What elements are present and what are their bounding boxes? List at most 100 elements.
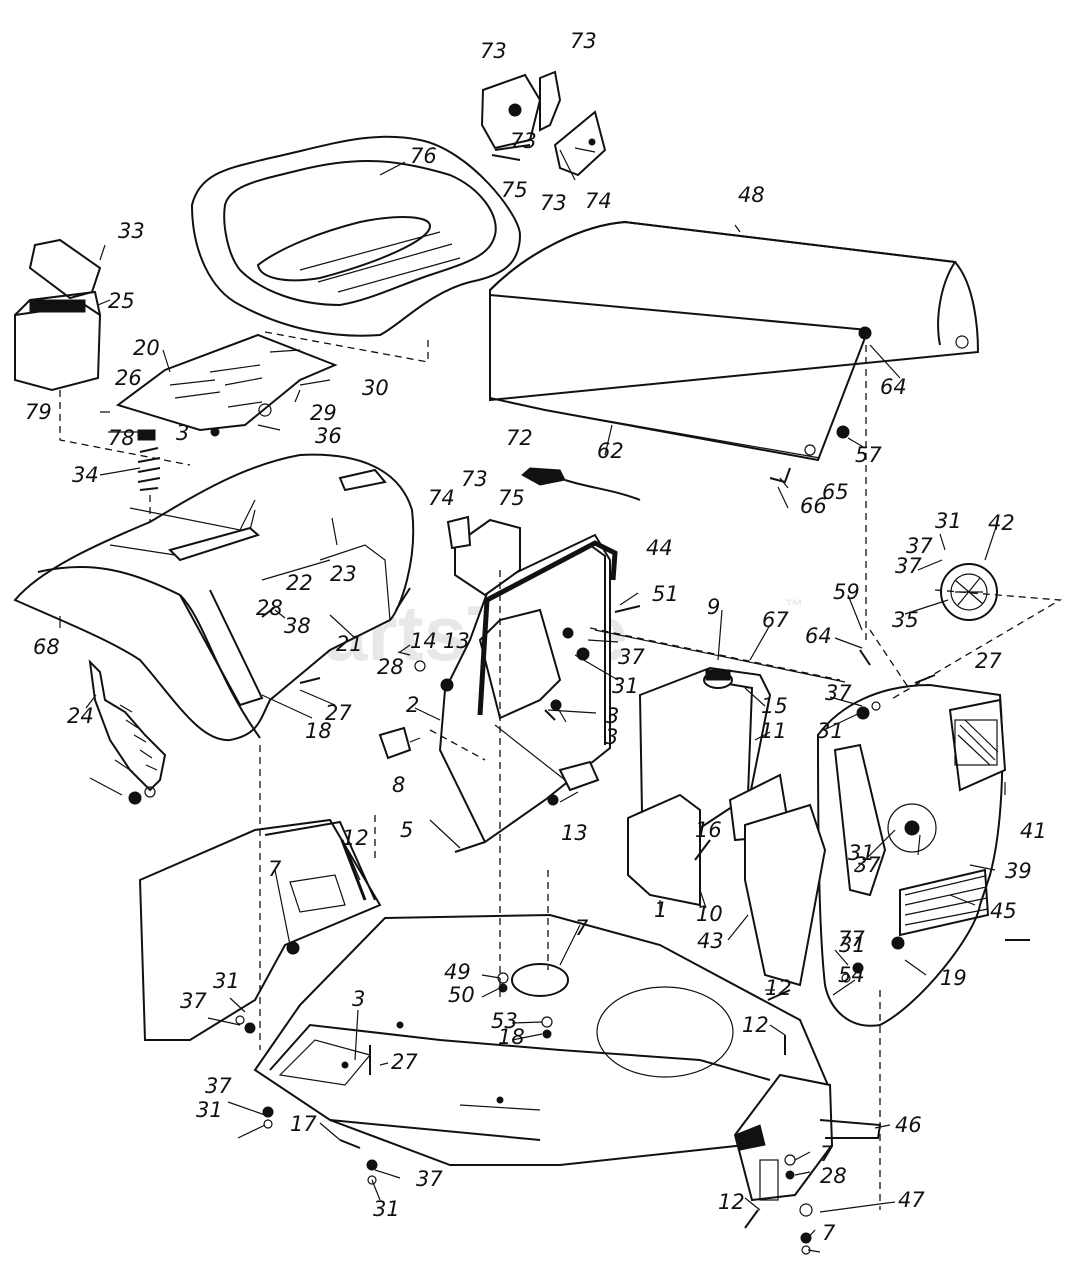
callout-17: 17 — [290, 1112, 317, 1136]
callout-14: 14 — [410, 629, 437, 653]
callout-43: 43 — [697, 929, 724, 953]
callout-2: 2 — [406, 693, 419, 717]
callout-29: 29 — [310, 401, 337, 425]
callout-74: 74 — [585, 189, 612, 213]
lever-bracket — [446, 467, 641, 597]
callout-37: 37 — [906, 534, 933, 558]
callout-59: 59 — [833, 580, 860, 604]
callout-31: 31 — [196, 1098, 223, 1122]
callout-47: 47 — [898, 1188, 925, 1212]
callout-62: 62 — [597, 439, 624, 463]
callout-18: 18 — [305, 719, 332, 743]
callout-16: 16 — [695, 818, 722, 842]
callout-28: 28 — [377, 655, 404, 679]
callout-31: 31 — [848, 841, 875, 865]
callout-5: 5 — [400, 818, 413, 842]
callout-26: 26 — [115, 366, 142, 390]
callout-73: 73 — [461, 467, 488, 491]
callout-57: 57 — [855, 443, 882, 467]
callout-20: 20 — [133, 336, 160, 360]
callout-50: 50 — [448, 983, 475, 1007]
callout-37: 37 — [416, 1167, 443, 1191]
callout-35: 35 — [892, 608, 919, 632]
callout-36: 36 — [315, 424, 342, 448]
callout-21: 21 — [336, 632, 363, 656]
hood — [489, 220, 980, 640]
callout-38: 38 — [284, 614, 311, 638]
callout-3: 3 — [176, 421, 189, 445]
frame — [253, 913, 832, 1166]
callout-73: 73 — [540, 191, 567, 215]
assembly-lines — [59, 390, 1063, 1210]
callout-41: 41 — [1020, 819, 1047, 843]
callout-27: 27 — [391, 1050, 418, 1074]
callout-31: 31 — [817, 719, 844, 743]
callout-28: 28 — [256, 596, 283, 620]
callout-64: 64 — [880, 375, 907, 399]
callout-34: 34 — [72, 463, 99, 487]
callout-78: 78 — [108, 426, 135, 450]
callout-7: 7 — [820, 1142, 834, 1166]
side-rail — [88, 659, 167, 792]
callout-8: 8 — [392, 773, 405, 797]
callout-67: 67 — [762, 608, 789, 632]
callout-37: 37 — [618, 645, 645, 669]
callout-53: 53 — [491, 1009, 518, 1033]
callout-22: 22 — [286, 571, 313, 595]
callout-37: 37 — [854, 853, 881, 877]
callout-51: 51 — [652, 582, 679, 606]
callout-11: 11 — [760, 719, 787, 743]
callout-44: 44 — [646, 536, 673, 560]
callout-42: 42 — [988, 511, 1015, 535]
callout-31: 31 — [839, 933, 866, 957]
callout-28: 28 — [820, 1164, 847, 1188]
callout-1: 1 — [654, 898, 667, 922]
callout-15: 15 — [761, 694, 788, 718]
callout-12: 12 — [742, 1013, 769, 1037]
callout-12: 12 — [718, 1190, 745, 1214]
callout-75: 75 — [498, 486, 525, 510]
callout-39: 39 — [1005, 859, 1032, 883]
callout-72: 72 — [506, 426, 533, 450]
grille — [744, 563, 1007, 1027]
watermark-trademark: ™ — [785, 596, 803, 616]
callout-30: 30 — [362, 376, 389, 400]
callout-66: 66 — [800, 494, 827, 518]
leader-lines — [59, 147, 1006, 1253]
callout-37: 37 — [180, 989, 207, 1013]
callout-27: 27 — [975, 649, 1002, 673]
callout-7: 7 — [268, 857, 282, 881]
callout-49: 49 — [444, 960, 471, 984]
callout-27: 27 — [325, 701, 352, 725]
callout-68: 68 — [33, 635, 60, 659]
callout-46: 46 — [895, 1113, 922, 1137]
callout-33: 33 — [118, 219, 145, 243]
seat-plate — [115, 333, 338, 437]
callout-31: 31 — [935, 509, 962, 533]
control-levers — [480, 70, 607, 177]
callout-75: 75 — [501, 178, 528, 202]
callout-74: 74 — [428, 486, 455, 510]
callout-64: 64 — [805, 624, 832, 648]
callout-79: 79 — [25, 400, 52, 424]
callout-12: 12 — [765, 976, 792, 1000]
callout-76: 76 — [410, 144, 437, 168]
callout-9: 9 — [707, 595, 720, 619]
callout-31: 31 — [612, 674, 639, 698]
callout-73: 73 — [570, 29, 597, 53]
callout-3: 3 — [352, 987, 365, 1011]
callout-37: 37 — [205, 1074, 232, 1098]
callout-10: 10 — [696, 902, 723, 926]
callout-37: 37 — [895, 554, 922, 578]
callout-19: 19 — [940, 966, 967, 990]
seat — [190, 135, 522, 363]
callout-65: 65 — [822, 480, 849, 504]
front-bracket — [733, 1073, 882, 1202]
callout-25: 25 — [108, 289, 135, 313]
callout-13: 13 — [443, 629, 470, 653]
seal-strip — [477, 540, 618, 716]
fasteners — [128, 587, 1030, 1255]
spring — [137, 429, 161, 555]
